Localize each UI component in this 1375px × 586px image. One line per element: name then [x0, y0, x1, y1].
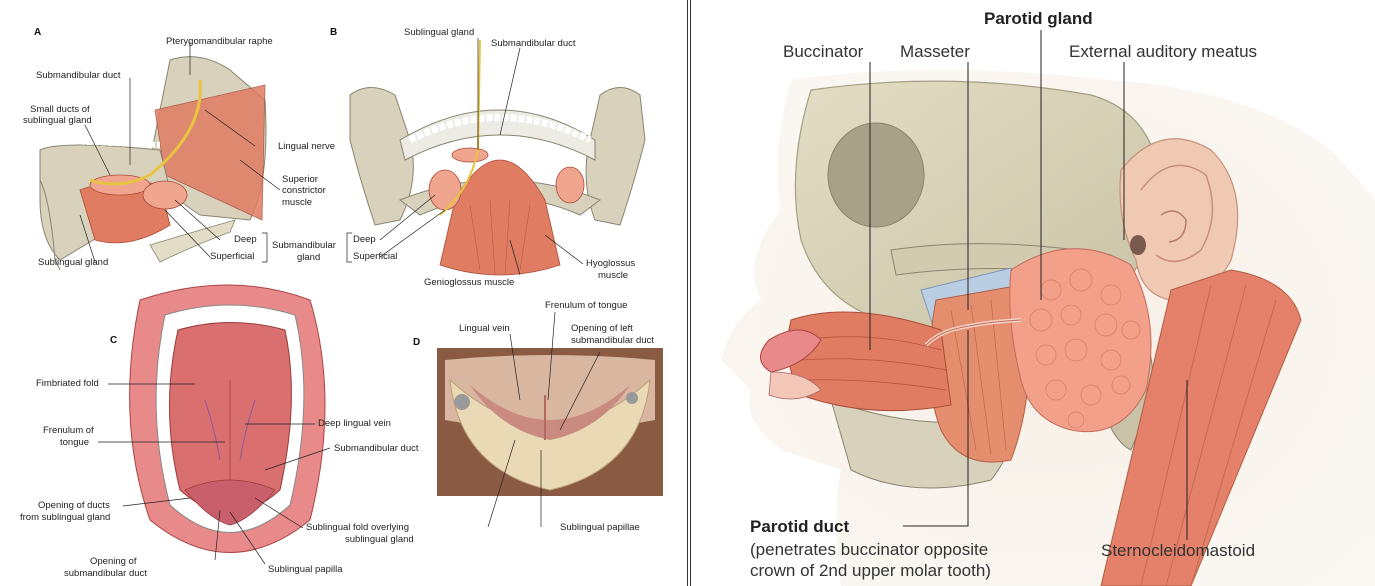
label-superior-3: muscle	[282, 197, 312, 208]
right-illustration	[691, 0, 1375, 586]
label-deep-lingual-vein: Deep lingual vein	[318, 418, 391, 429]
label-sternocleidomastoid: Sternocleidomastoid	[1101, 541, 1255, 561]
label-a-superficial: Superficial	[210, 251, 254, 262]
label-c-submandibular-duct: Submandibular duct	[334, 443, 419, 454]
label-buccinator: Buccinator	[783, 42, 863, 62]
label-opening-left-1: Opening of left	[571, 323, 633, 334]
label-b-submandibular-duct: Submandibular duct	[491, 38, 576, 49]
label-parotid-gland: Parotid gland	[984, 9, 1093, 29]
label-lingual-nerve: Lingual nerve	[278, 141, 335, 152]
label-opening-ducts-2: from sublingual gland	[20, 512, 110, 523]
label-parotid-duct-note-2: crown of 2nd upper molar tooth)	[750, 561, 991, 581]
label-fimbriated-fold: Fimbriated fold	[36, 378, 99, 389]
label-opening-ducts-1: Opening of ducts	[38, 500, 110, 511]
label-b-sublingual-gland: Sublingual gland	[404, 27, 474, 38]
label-opening-left-2: submandibular duct	[571, 335, 654, 346]
label-submandibular-gland-1: Submandibular	[272, 240, 336, 251]
panel-label-b: B	[330, 27, 337, 38]
label-b-deep: Deep	[353, 234, 376, 245]
label-b-superficial: Superficial	[353, 251, 397, 262]
left-illustration	[0, 0, 688, 586]
label-superior-2: constrictor	[282, 185, 326, 196]
label-frenulum-of-tongue: Frenulum of tongue	[545, 300, 627, 311]
label-lingual-vein: Lingual vein	[459, 323, 510, 334]
panel-a-drawing	[40, 57, 266, 270]
panel-d-photo	[437, 348, 663, 496]
label-frenulum-1: Frenulum of	[43, 425, 94, 436]
panel-label-d: D	[413, 337, 420, 348]
label-a-deep: Deep	[234, 234, 257, 245]
label-small-ducts-1: Small ducts of	[30, 104, 90, 115]
label-opening-sub-2: submandibular duct	[64, 568, 147, 579]
label-sublingual-fold-1: Sublingual fold overlying	[306, 522, 409, 533]
label-submandibular-gland-2: gland	[297, 252, 320, 263]
label-hyoglossus-1: Hyoglossus	[586, 258, 635, 269]
label-frenulum-2: tongue	[60, 437, 89, 448]
label-parotid-duct: Parotid duct	[750, 517, 849, 537]
panel-c-drawing	[130, 285, 325, 553]
panel-label-c: C	[110, 335, 117, 346]
label-a-sublingual-gland: Sublingual gland	[38, 257, 108, 268]
label-opening-sub-1: Opening of	[90, 556, 136, 567]
right-figure: Parotid gland Buccinator Masseter Extern…	[690, 0, 1375, 586]
label-genioglossus: Genioglossus muscle	[424, 277, 514, 288]
label-pterygomandibular-raphe: Pterygomandibular raphe	[166, 36, 273, 47]
label-sublingual-papillae: Sublingual papillae	[560, 522, 640, 533]
label-small-ducts-2: sublingual gland	[23, 115, 92, 126]
label-external-auditory-meatus: External auditory meatus	[1069, 42, 1257, 62]
label-parotid-duct-note-1: (penetrates buccinator opposite	[750, 540, 988, 560]
panel-label-a: A	[34, 27, 41, 38]
label-masseter: Masseter	[900, 42, 970, 62]
label-superior-1: Superior	[282, 174, 318, 185]
label-sublingual-fold-2: sublingual gland	[345, 534, 414, 545]
panel-b-drawing	[350, 40, 645, 275]
label-sublingual-papilla: Sublingual papilla	[268, 564, 342, 575]
label-a-submandibular-duct: Submandibular duct	[36, 70, 121, 81]
label-hyoglossus-2: muscle	[598, 270, 628, 281]
left-figure: A B C D Pterygomandibular raphe Submandi…	[0, 0, 688, 586]
